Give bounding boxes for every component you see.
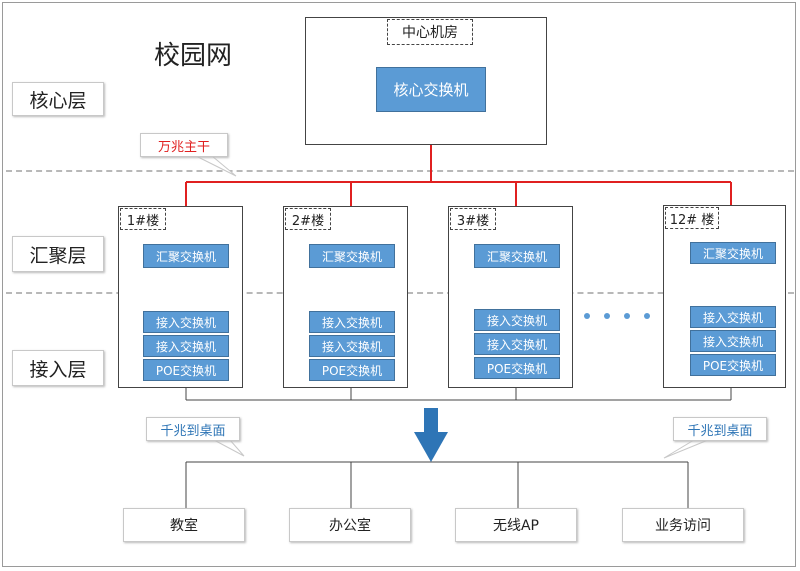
building-1-access-switch-1: 接入交换机 [143,311,229,333]
building-2-poe-switch: POE交换机 [309,359,395,381]
layer-label-core: 核心层 [12,82,104,116]
layer-label-aggregation: 汇聚层 [12,236,104,272]
building-3-label: 3#楼 [450,208,496,230]
building-2-access-switch-2: 接入交换机 [309,335,395,357]
core-room-label: 中心机房 [387,19,473,45]
building-2-label: 2#楼 [285,208,331,230]
building-1-aggregation-switch: 汇聚交换机 [143,244,229,268]
building-12-access-switch-2: 接入交换机 [690,330,776,352]
ellipsis-dot-1 [584,313,590,319]
building-2-access-switch-1: 接入交换机 [309,311,395,333]
building-1 [118,206,243,388]
gigabit-desktop-label-right: 千兆到桌面 [673,417,767,441]
backbone-label: 万兆主干 [140,133,228,157]
building-3-poe-switch: POE交换机 [474,357,560,379]
core-switch: 核心交换机 [376,67,486,112]
building-1-label: 1#楼 [120,208,166,230]
building-12-poe-switch: POE交换机 [690,354,776,376]
endpoint-wireless-ap: 无线AP [455,508,577,542]
ellipsis-dot-4 [644,313,650,319]
endpoint-classroom: 教室 [123,508,245,542]
building-12-access-switch-1: 接入交换机 [690,306,776,328]
ellipsis-dot-3 [624,313,630,319]
endpoint-business-access: 业务访问 [622,508,744,542]
building-2 [283,206,408,388]
building-1-access-switch-2: 接入交换机 [143,335,229,357]
building-2-aggregation-switch: 汇聚交换机 [309,244,395,268]
building-3-access-switch-2: 接入交换机 [474,333,560,355]
down-arrow-icon [414,408,448,462]
page-title: 校园网 [153,40,232,71]
endpoint-office: 办公室 [289,508,411,542]
ellipsis-dot-2 [604,313,610,319]
building-3-aggregation-switch: 汇聚交换机 [474,244,560,268]
building-1-poe-switch: POE交换机 [143,359,229,381]
building-3-access-switch-1: 接入交换机 [474,309,560,331]
core-aggregation-separator [6,170,794,172]
building-12-aggregation-switch: 汇聚交换机 [690,242,776,264]
layer-label-access: 接入层 [12,350,104,386]
building-12-label: 12# 楼 [665,207,719,229]
gigabit-desktop-label-left: 千兆到桌面 [146,417,240,441]
